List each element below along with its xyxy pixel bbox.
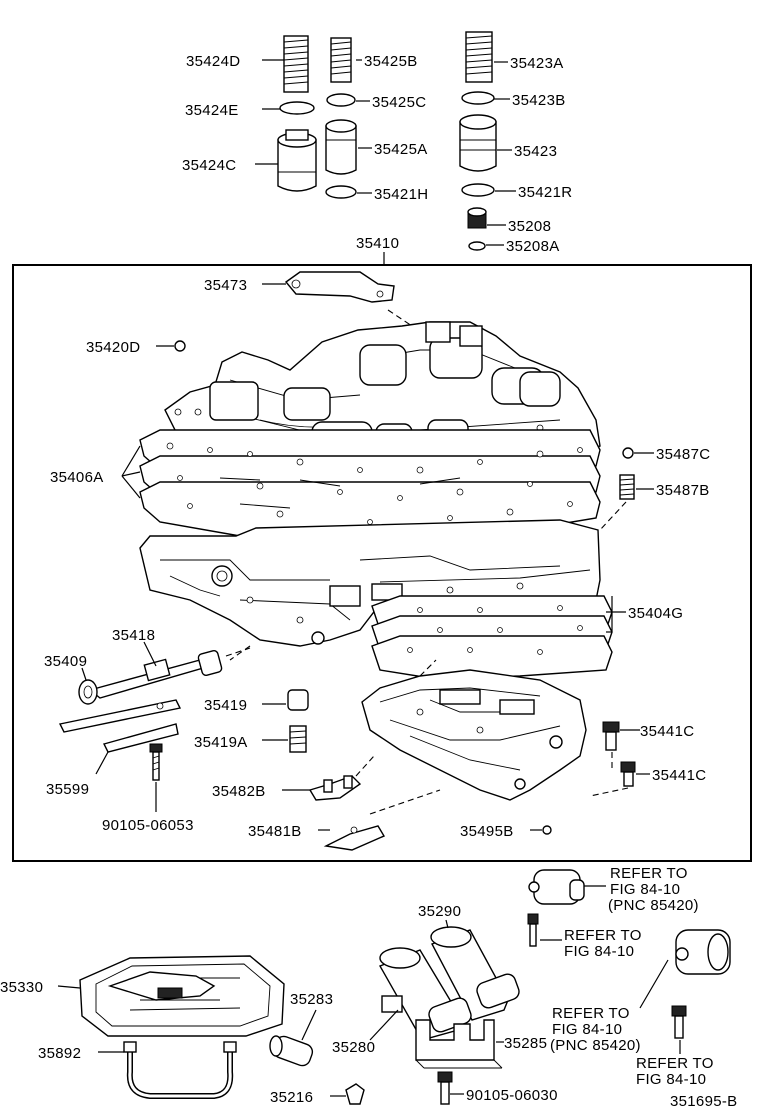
sleeve-35409 [78, 679, 98, 705]
label-35216: 35216 [270, 1089, 313, 1106]
plug-35208 [467, 207, 487, 229]
valve-35283 [269, 1035, 314, 1067]
label-35423B: 35423B [512, 92, 566, 109]
figure-id: 351695-B [670, 1093, 737, 1110]
oil-strainer-35330 [79, 955, 285, 1037]
label-35406A: 35406A [50, 469, 104, 486]
refer-note-2-line2: FIG 84-10 [564, 943, 634, 960]
spring-35419A [289, 725, 307, 753]
spring-35423A [465, 31, 493, 83]
label-35421H: 35421H [374, 186, 428, 203]
bolt-refer-note-4 [671, 1005, 687, 1039]
o-ring-35421R [461, 183, 495, 197]
label-35599: 35599 [46, 781, 89, 798]
refer-note-1-line2: FIG 84-10 [610, 881, 680, 898]
label-35892: 35892 [38, 1045, 81, 1062]
clip-35216 [345, 1083, 365, 1105]
label-35423A: 35423A [510, 55, 564, 72]
label-90105-06053: 90105-06053 [102, 817, 194, 834]
label-35487C: 35487C [656, 446, 710, 463]
lower-valve-body [361, 669, 587, 801]
label-35473: 35473 [204, 277, 247, 294]
spring-35425B [330, 37, 352, 83]
bolt-90105-06053 [149, 743, 163, 781]
separator-plates-35404G [371, 595, 613, 679]
o-ring-35421H [325, 185, 357, 199]
label-35419A: 35419A [194, 734, 248, 751]
o-ring-35423B [461, 91, 495, 105]
ball-35487C [622, 447, 634, 459]
spring-35487B [619, 474, 635, 500]
retainer-35599 [58, 699, 182, 753]
bolt-90105-06030 [437, 1071, 453, 1105]
label-35330: 35330 [0, 979, 43, 996]
label-90105-06030: 90105-06030 [466, 1087, 558, 1104]
label-35423: 35423 [514, 143, 557, 160]
label-35482B: 35482B [212, 783, 266, 800]
label-35424C: 35424C [182, 157, 236, 174]
label-35410: 35410 [356, 235, 399, 252]
oil-pipe-35892 [123, 1041, 237, 1099]
clip-35208A [468, 241, 486, 251]
solenoid-35280 [378, 947, 472, 1041]
label-35280: 35280 [332, 1039, 375, 1056]
ball-35420D [174, 340, 186, 352]
bolt-refer-note-2 [527, 913, 539, 947]
ball-35495B [542, 825, 552, 835]
label-35208: 35208 [508, 218, 551, 235]
piston-35424C [277, 129, 317, 192]
label-35285: 35285 [504, 1035, 547, 1052]
label-35481B: 35481B [248, 823, 302, 840]
label-35425A: 35425A [374, 141, 428, 158]
label-35441C-lower: 35441C [652, 767, 706, 784]
label-35425B: 35425B [364, 53, 418, 70]
label-35495B: 35495B [460, 823, 514, 840]
refer-note-3-line2: FIG 84-10 [552, 1021, 622, 1038]
label-35424D: 35424D [186, 53, 240, 70]
label-35404G: 35404G [628, 605, 683, 622]
bracket-35285 [415, 1019, 503, 1069]
solenoid-valve-upper [528, 869, 585, 905]
label-35290: 35290 [418, 903, 461, 920]
solenoid-35290 [430, 926, 520, 1021]
spring-35424D [283, 35, 309, 93]
bolt-35441C-lower [620, 761, 636, 787]
o-ring-35424E [279, 101, 315, 115]
label-35441C-upper: 35441C [640, 723, 694, 740]
label-35420D: 35420D [86, 339, 140, 356]
label-35487B: 35487B [656, 482, 710, 499]
label-35208A: 35208A [506, 238, 560, 255]
refer-note-2-line1: REFER TO [564, 927, 642, 944]
o-ring-35425C [326, 93, 356, 107]
label-35409: 35409 [44, 653, 87, 670]
solenoid-valve-right [675, 929, 731, 975]
label-35425C: 35425C [372, 94, 426, 111]
clip-35482B [308, 775, 362, 801]
label-35419: 35419 [204, 697, 247, 714]
label-35424E: 35424E [185, 102, 239, 119]
refer-note-1-line3: (PNC 85420) [608, 897, 699, 914]
refer-note-4-line1: REFER TO [636, 1055, 714, 1072]
refer-note-1-line1: REFER TO [610, 865, 688, 882]
separator-plates-35406A [139, 429, 601, 543]
piston-35423 [459, 114, 497, 172]
valve-35418 [88, 649, 223, 699]
clip-35481B [323, 825, 386, 851]
middle-valve-body [139, 519, 601, 647]
refer-note-3-line1: REFER TO [552, 1005, 630, 1022]
label-35283: 35283 [290, 991, 333, 1008]
valve-body-assembly-frame [12, 264, 752, 862]
label-35418: 35418 [112, 627, 155, 644]
plug-35419 [287, 689, 309, 711]
label-35421R: 35421R [518, 184, 572, 201]
refer-note-3-line3: (PNC 85420) [550, 1037, 641, 1054]
refer-note-4-line2: FIG 84-10 [636, 1071, 706, 1088]
plate-35473 [284, 271, 395, 303]
bolt-35441C-upper [602, 721, 620, 751]
piston-35425A [325, 119, 357, 175]
